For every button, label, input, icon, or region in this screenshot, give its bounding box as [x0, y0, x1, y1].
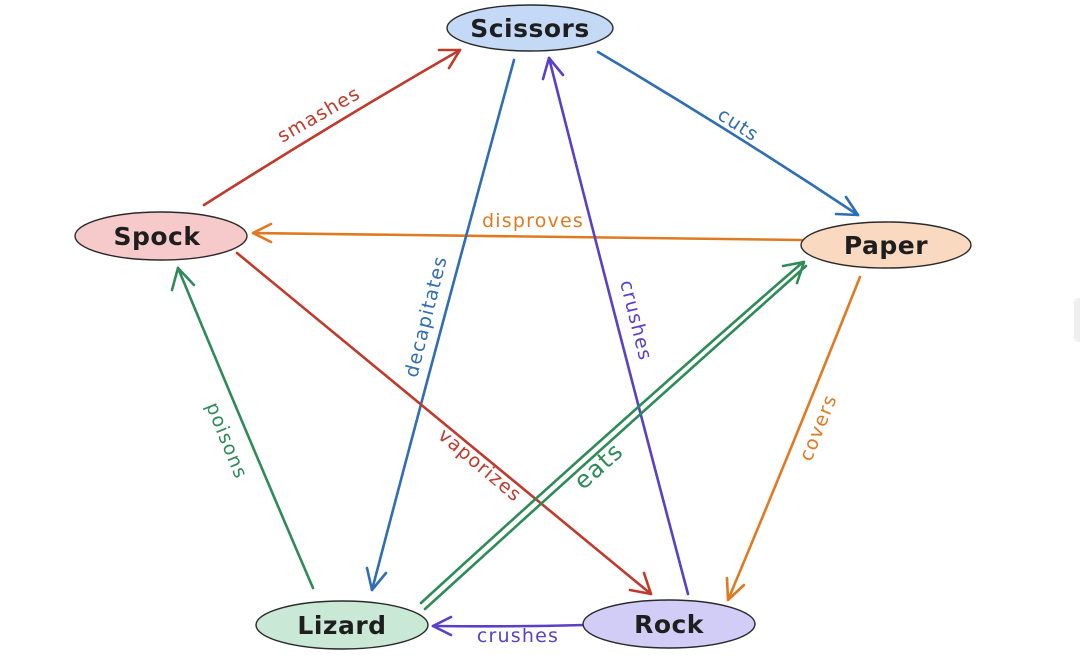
edge-rock-crushes-lizard — [431, 615, 587, 637]
node-spock-ellipse — [74, 211, 248, 261]
edge-paper-disproves-spock — [251, 222, 804, 244]
edge-spock-smashes-scissors — [202, 48, 462, 207]
edge-lizard-poisons-spock — [170, 266, 315, 590]
node-rock-label: Rock — [634, 610, 705, 639]
edge-lizard-eats-paper — [419, 260, 808, 611]
node-spock-label: Spock — [113, 222, 201, 251]
arrowhead — [725, 576, 746, 602]
arrowhead — [251, 222, 273, 244]
node-lizard[interactable]: Lizard — [255, 600, 429, 650]
edge-line — [596, 50, 860, 217]
arrowhead — [437, 48, 462, 70]
edge-label-cuts: cuts — [714, 104, 763, 147]
edge-label-covers: covers — [795, 391, 842, 464]
edge-line — [251, 231, 804, 242]
edge-line — [235, 251, 653, 596]
node-scissors[interactable]: Scissors — [446, 4, 614, 52]
edge-line — [176, 266, 315, 590]
arrowhead — [834, 195, 860, 217]
node-scissors-ellipse — [446, 4, 614, 52]
scroll-edge-tab — [1074, 298, 1080, 342]
node-paper-label: Paper — [844, 231, 928, 260]
edge-scissors-decapitates-lizard — [365, 58, 516, 592]
edge-line — [726, 275, 862, 602]
edge-label-eats: eats — [568, 437, 628, 495]
node-paper-ellipse — [800, 221, 972, 269]
arrowhead — [431, 615, 453, 637]
edge-rock-crushes-scissors — [541, 56, 690, 596]
node-spock[interactable]: Spock — [74, 211, 248, 261]
node-rock-ellipse — [582, 599, 756, 649]
edge-paper-covers-rock — [725, 275, 862, 602]
edge-label-crushes-scissors: crushes — [615, 278, 656, 363]
edge-line — [202, 48, 462, 207]
edge-line — [547, 56, 690, 596]
arrowhead — [365, 566, 388, 592]
edge-line — [370, 58, 516, 592]
edge-label-disproves: disproves — [482, 210, 584, 232]
edge-label-vaporizes: vaporizes — [434, 424, 526, 506]
arrowhead — [541, 56, 565, 81]
arrowhead — [170, 266, 196, 292]
arrowhead — [781, 260, 806, 285]
node-lizard-ellipse — [255, 600, 429, 650]
edge-line — [419, 260, 805, 605]
node-rock[interactable]: Rock — [582, 599, 756, 649]
edge-line — [423, 264, 808, 611]
node-paper[interactable]: Paper — [800, 221, 972, 269]
edge-line — [431, 623, 587, 628]
node-scissors-label: Scissors — [470, 14, 590, 43]
node-lizard-label: Lizard — [297, 611, 386, 640]
edge-spock-vaporizes-rock — [235, 251, 653, 596]
edge-label-crushes-lizard: crushes — [477, 625, 559, 647]
arrowhead — [628, 571, 653, 596]
edge-label-poisons: poisons — [201, 399, 252, 482]
edge-scissors-cuts-paper — [596, 50, 860, 217]
